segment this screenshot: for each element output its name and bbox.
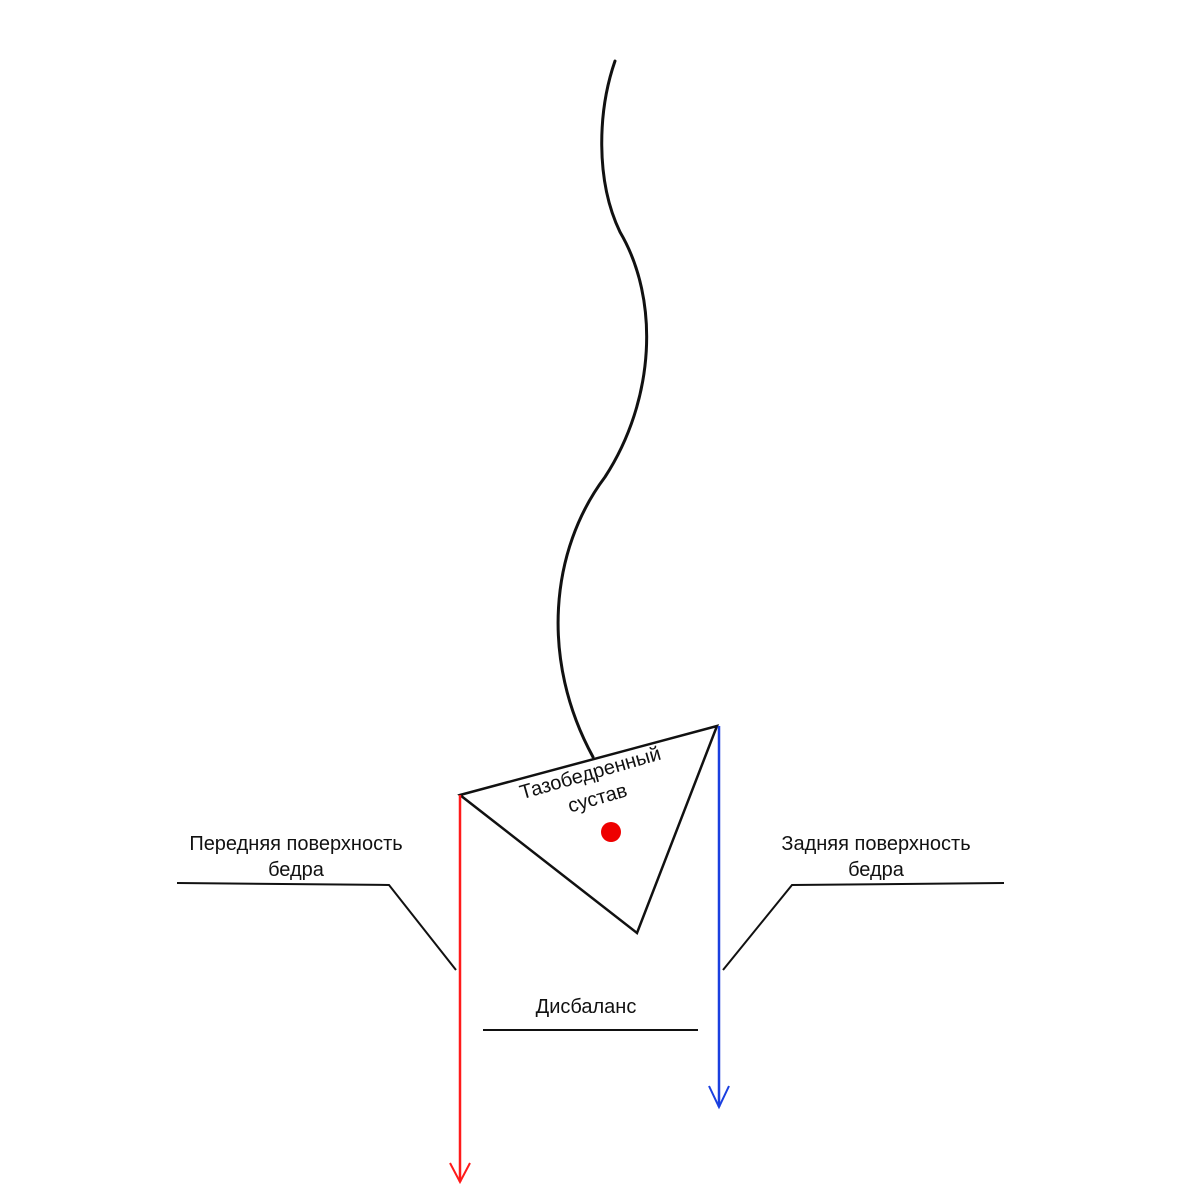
front-thigh-leader-line: [176, 882, 457, 971]
hip-joint-dot: [601, 822, 621, 842]
back-thigh-label-line2: бедра: [848, 859, 904, 881]
back-thigh-label: Задняя поверхность бедра: [746, 831, 1006, 883]
spine-curve: [556, 59, 649, 759]
back-thigh-label-line1: Задняя поверхность: [781, 833, 971, 855]
front-force-arrowhead: [449, 1162, 471, 1185]
imbalance-label: Дисбаланс: [535, 996, 637, 1018]
back-thigh-leader-line: [722, 882, 1005, 971]
front-thigh-label: Передняя поверхность бедра: [166, 831, 426, 883]
front-thigh-label-line2: бедра: [268, 859, 324, 881]
front-thigh-label-line1: Передняя поверхность: [189, 833, 403, 855]
back-force-arrowhead: [708, 1085, 730, 1110]
pelvis-triangle: [457, 724, 720, 936]
